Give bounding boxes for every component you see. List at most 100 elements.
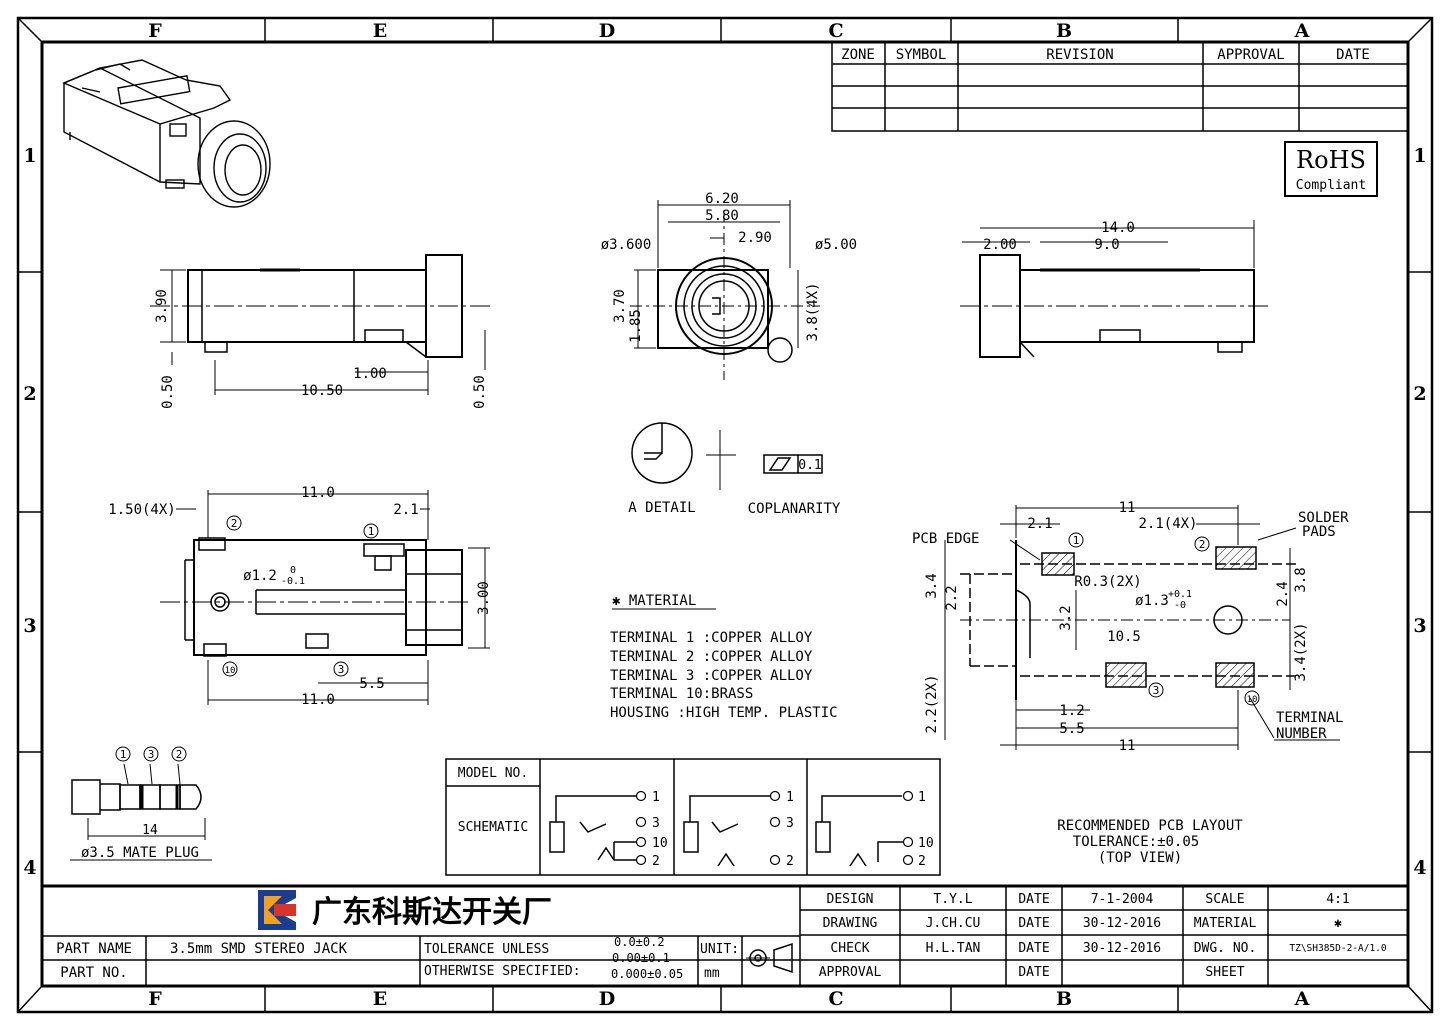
top-dim-length-top: 11.0	[301, 485, 335, 501]
material-line-1: TERMINAL 1 :COPPER ALLOY	[610, 630, 813, 646]
tb-role-approval: APPROVAL	[819, 965, 882, 980]
pcb-note-3: (TOP VIEW)	[1098, 850, 1182, 866]
pcb-pin-10: 10	[1247, 695, 1258, 705]
a-detail	[631, 422, 823, 490]
rev-header-revision: REVISION	[1046, 47, 1113, 63]
top-dim-height: 3.00	[476, 581, 492, 615]
zone-col-top-2: D	[599, 20, 615, 42]
rohs-badge	[1284, 141, 1378, 197]
title-block-grid	[42, 884, 1408, 986]
tb-date-label-drawing: DATE	[1018, 916, 1049, 931]
front-dim-d-in: ø3.600	[601, 237, 652, 253]
rohs-subtitle: Compliant	[1296, 178, 1366, 193]
pcb-dim-1-2: 1.2	[1059, 703, 1084, 719]
solder-pads-label-1: SOLDER	[1298, 510, 1349, 526]
zone-row-right-3: 4	[1413, 857, 1426, 879]
top-pin-2: 2	[231, 517, 238, 530]
zone-col-top-5: A	[1294, 20, 1310, 42]
tb-key-sheet: SHEET	[1205, 965, 1244, 980]
front-dim-w3: 2.90	[738, 230, 772, 246]
zone-col-bottom-2: D	[599, 988, 615, 1010]
tolerance-label-1: TOLERANCE UNLESS	[424, 942, 549, 957]
pcb-pin-1: 1	[1073, 534, 1080, 547]
rev-header-zone: ZONE	[841, 47, 875, 63]
schematic-contacts	[635, 790, 914, 866]
pcb-dim-3-2: 3.2	[1058, 605, 1074, 630]
sch-c-pin-2: 2	[918, 854, 926, 869]
pcb-dim-3-8: 3.8	[1293, 567, 1309, 592]
sch-c-pin-10: 10	[918, 836, 934, 851]
top-dim-hole-tol-dn: -0.1	[281, 576, 305, 587]
tb-role-check: CHECK	[830, 941, 869, 956]
unit-label: UNIT:	[700, 942, 739, 957]
tolerance-3: 0.000±0.05	[611, 967, 683, 981]
zone-col-top-3: C	[828, 20, 843, 42]
a-detail-label: A DETAIL	[628, 500, 695, 516]
tb-date-drawing: 30-12-2016	[1083, 916, 1161, 931]
zone-col-top-0: F	[148, 20, 162, 42]
pcb-pin-3: 3	[1153, 684, 1160, 697]
pcb-layout	[944, 505, 1340, 750]
zone-col-bottom-1: E	[373, 988, 387, 1010]
tb-date-check: 30-12-2016	[1083, 941, 1161, 956]
coplanarity-label: COPLANARITY	[748, 501, 841, 517]
sch-c-pin-1: 1	[918, 790, 926, 805]
zone-row-right-2: 3	[1413, 615, 1426, 637]
sch-b-pin-2: 2	[786, 854, 794, 869]
model-no-label: MODEL NO.	[458, 766, 528, 781]
pcb-dim-2-4: 2.4	[1275, 581, 1291, 606]
sch-b-pin-1: 1	[786, 790, 794, 805]
pcb-dim-5-5: 5.5	[1059, 721, 1084, 737]
material-line-3: TERMINAL 3 :COPPER ALLOY	[610, 668, 813, 684]
terminal-number-label-2: NUMBER	[1276, 726, 1327, 742]
top-view	[160, 490, 490, 705]
flatness-value: 0.1	[798, 458, 821, 473]
mate-plug	[71, 763, 206, 840]
rev-header-approval: APPROVAL	[1217, 47, 1284, 63]
pcb-dim-2-1-4x: 2.1(4X)	[1138, 516, 1197, 532]
material-title: ✱ MATERIAL	[612, 593, 696, 609]
plug-pin-2: 2	[176, 748, 183, 761]
pcb-dim-11-top: 11	[1119, 500, 1136, 516]
sch-a-pin-1: 1	[652, 790, 660, 805]
plug-pin-1: 1	[120, 748, 127, 761]
zone-col-top-4: B	[1056, 20, 1072, 42]
pcb-dim-10-5: 10.5	[1107, 629, 1141, 645]
tb-val-dwg-no: TZ\SH385D-2-A/1.0	[1289, 943, 1387, 954]
rev-header-date: DATE	[1336, 47, 1370, 63]
front-dim-d-out: ø5.00	[815, 237, 857, 253]
tolerance-2: 0.00±0.1	[612, 951, 670, 965]
top-dim-hole-tol-up: 0	[290, 565, 296, 576]
top-dim-2-1: 2.1	[393, 502, 418, 518]
front-dim-w1: 6.20	[705, 191, 739, 207]
company-logo	[258, 890, 296, 930]
sch-a-pin-2: 2	[652, 854, 660, 869]
schematic-label: SCHEMATIC	[458, 820, 528, 835]
sch-b-pin-3: 3	[786, 816, 794, 831]
material-line-4: TERMINAL 10:BRASS	[610, 686, 753, 702]
tb-role-drawing: DRAWING	[823, 916, 878, 931]
solder-pads-label-2: PADS	[1302, 524, 1336, 540]
part-name-value: 3.5mm SMD STEREO JACK	[170, 941, 348, 957]
rev-header-symbol: SYMBOL	[896, 47, 947, 63]
sch-a-pin-10: 10	[652, 836, 668, 851]
pcb-edge-label: PCB EDGE	[912, 531, 979, 547]
tb-date-label-check: DATE	[1018, 941, 1049, 956]
pcb-dim-r: R0.3(2X)	[1074, 574, 1141, 590]
company-name: 广东科斯达开关厂	[312, 895, 552, 930]
front-view	[630, 200, 820, 380]
terminal-number-label-1: TERMINAL	[1276, 710, 1343, 726]
zone-col-top-1: E	[373, 20, 387, 42]
pcb-dim-hole: ø1.3	[1135, 593, 1169, 609]
tolerance-label-2: OTHERWISE SPECIFIED:	[424, 964, 581, 979]
pcb-dim-3-4-2x: 3.4(2X)	[1293, 622, 1309, 681]
front-dim-h3: 3.8(4X)	[805, 282, 821, 341]
side-dim-foot-right: 0.50	[472, 375, 488, 409]
zone-col-bottom-3: C	[828, 988, 843, 1010]
top-dim-pitch: 1.50(4X)	[108, 502, 175, 518]
pcb-pin-2: 2	[1199, 538, 1206, 551]
tb-date-label-approval: DATE	[1018, 965, 1049, 980]
mate-plug-label: ø3.5 MATE PLUG	[81, 845, 199, 861]
side-view	[150, 254, 490, 395]
